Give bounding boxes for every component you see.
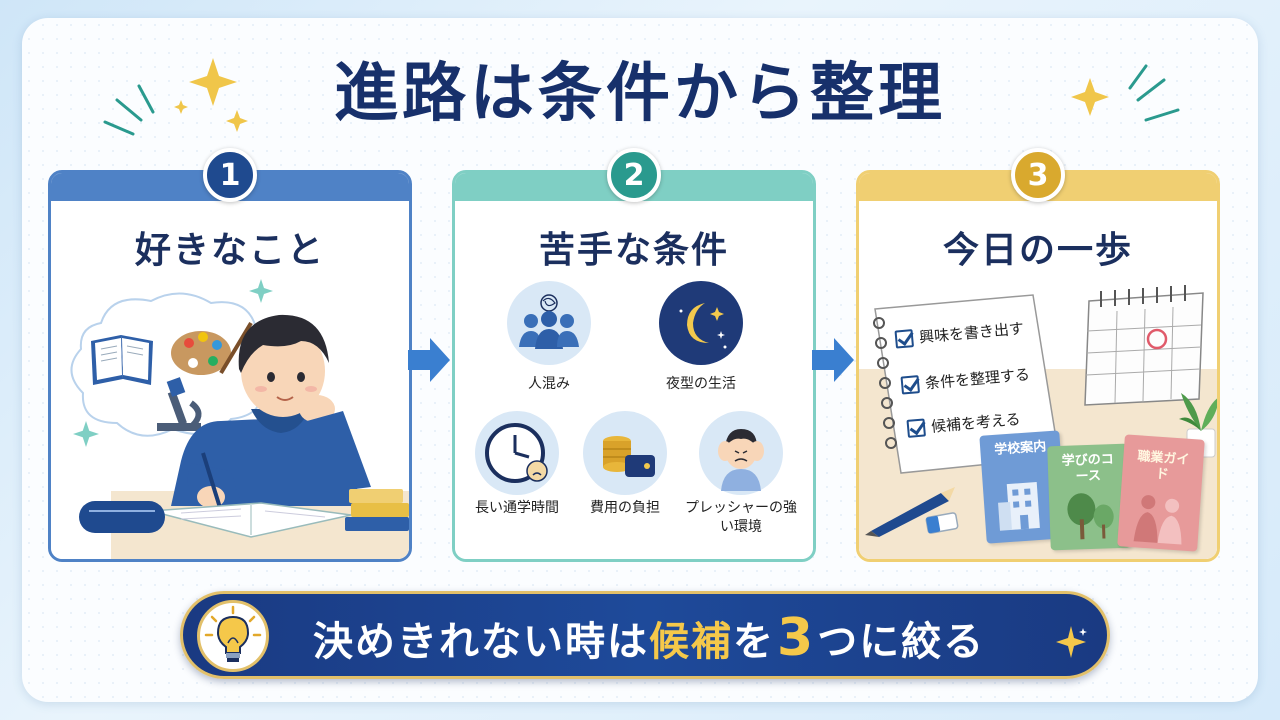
clock-icon (475, 411, 559, 495)
page-title: 進路は条件から整理 (334, 57, 946, 131)
card-dislikes: 苦手な条件 人混み 夜型の生活 (452, 170, 816, 562)
guidebook-career: 職業ガイド (1117, 434, 1205, 552)
pencil-icon (865, 487, 955, 537)
guidebook-school: 学校案内 (979, 430, 1067, 544)
condition-label-night-life: 夜型の生活 (666, 376, 736, 392)
pencil-case-illustration (79, 501, 165, 533)
card-likes: 好きなこと (48, 170, 412, 562)
eraser-icon (925, 512, 959, 534)
tip-text-highlight-candidates: 候補 (649, 619, 733, 665)
tip-text: 決めきれない時は 候補 を 3 つに絞る (313, 608, 1053, 668)
sparkle-icon (73, 421, 99, 447)
card-first-step: 今日の一歩 (856, 170, 1220, 562)
step-number-badge-3: 3 (1011, 148, 1065, 202)
card-dislikes-title: 苦手な条件 (538, 230, 729, 271)
tip-text-part5: つに絞る (817, 619, 986, 665)
tree-icon (1067, 493, 1114, 540)
condition-label-cost-burden: 費用の負担 (590, 500, 660, 516)
condition-label-pressure: プレッシャーの強い環境 (685, 500, 797, 535)
calendar-icon (1084, 285, 1204, 406)
tip-text-part1: 決めきれない時は (313, 619, 649, 665)
sparkle-decoration-right (1071, 64, 1180, 122)
step-number-badge-1: 1 (203, 148, 257, 202)
sparkle-icon (249, 279, 273, 303)
guidebook-course: 学びのコース (1047, 443, 1131, 551)
sparkle-icon (1056, 626, 1087, 658)
people-silhouette-icon (1133, 495, 1182, 545)
condition-label-crowds: 人混み (528, 376, 570, 392)
tip-text-part3: を (733, 619, 775, 665)
tip-text-highlight-number: 3 (777, 608, 816, 668)
arrow-right-icon (812, 338, 854, 382)
stressed-person-icon (699, 411, 783, 495)
sparkle-decoration-left (103, 58, 248, 136)
step-number-badge-2: 2 (607, 148, 661, 202)
checkbox-checked-icon (900, 374, 920, 395)
school-building-icon (998, 482, 1040, 531)
card-first-step-title: 今日の一歩 (942, 230, 1133, 271)
crowd-icon (507, 281, 591, 365)
condition-label-long-commute: 長い通学時間 (475, 500, 559, 516)
card-likes-title: 好きなこと (134, 230, 325, 271)
guidebook-school-label: 学校案内 (993, 439, 1047, 458)
checkbox-checked-icon (894, 328, 914, 349)
guidebook-career-label: 職業ガイド (1136, 449, 1190, 483)
moon-icon (659, 281, 743, 365)
arrow-right-icon (408, 338, 450, 382)
lightbulb-icon (197, 600, 269, 672)
tip-banner: 決めきれない時は 候補 を 3 つに絞る (180, 591, 1110, 679)
guidebook-course-label: 学びのコース (1061, 452, 1114, 485)
coins-wallet-icon (583, 411, 667, 495)
thought-bubble-illustration (70, 292, 286, 437)
checkbox-checked-icon (906, 417, 926, 438)
